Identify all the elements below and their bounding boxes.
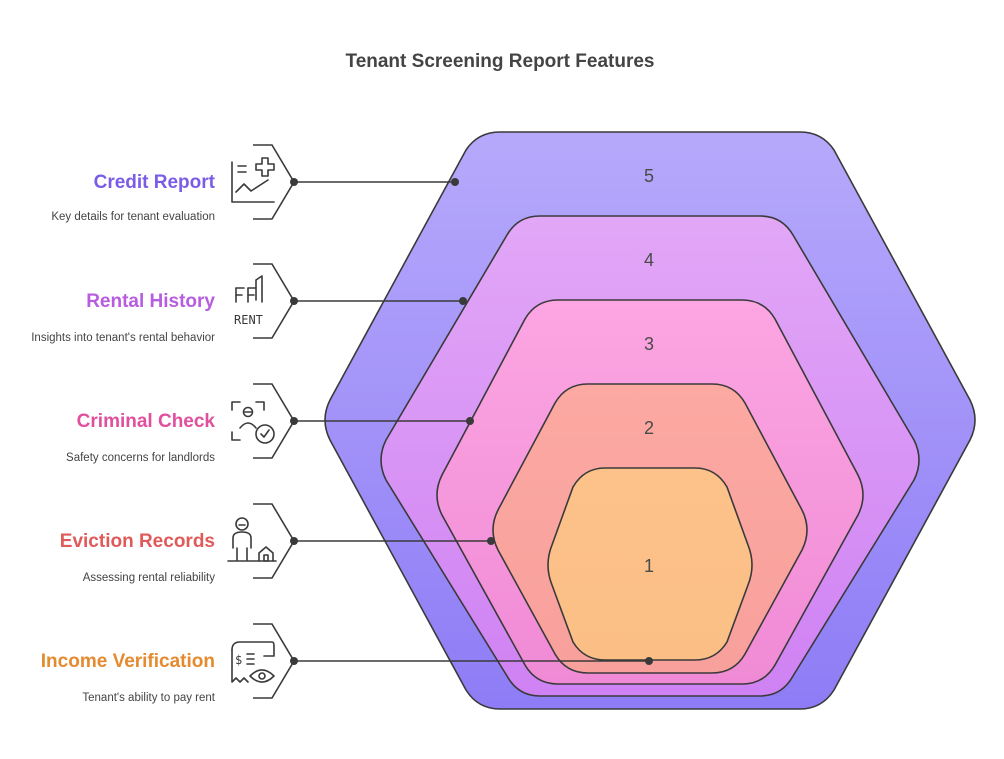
item-title-credit-report: Credit Report <box>94 172 216 193</box>
connector-end-dot <box>645 657 653 665</box>
item-title-eviction-records: Eviction Records <box>60 531 215 552</box>
layer-number-4: 4 <box>644 250 654 270</box>
item-description-credit-report: Key details for tenant evaluation <box>51 211 215 223</box>
item-description-eviction-records: Assessing rental reliability <box>83 572 216 584</box>
background-check-icon <box>231 401 275 444</box>
layer-number-1: 1 <box>644 556 654 576</box>
hexagon-layers <box>324 131 976 710</box>
svg-text:$: $ <box>235 653 242 667</box>
layer-number-2: 2 <box>644 418 654 438</box>
income-receipt-eye-icon: $ <box>231 641 275 683</box>
rent-icon-text: RENT <box>234 313 263 327</box>
item-description-criminal-check: Safety concerns for landlords <box>66 452 215 464</box>
rent-sign-icon: RENT <box>234 275 263 327</box>
connector-end-dot <box>451 178 459 186</box>
icon-tab-5 <box>253 623 298 699</box>
icon-tab-3 <box>253 383 298 459</box>
connectors <box>294 178 653 665</box>
item-description-rental-history: Insights into tenant's rental behavior <box>31 332 215 344</box>
diagram-title: Tenant Screening Report Features <box>346 51 655 72</box>
item-title-rental-history: Rental History <box>86 291 215 312</box>
icon-tab-1 <box>253 144 298 220</box>
item-title-income-verification: Income Verification <box>41 651 215 672</box>
credit-report-icon <box>231 157 275 203</box>
connector-end-dot <box>487 537 495 545</box>
connector-end-dot <box>459 297 467 305</box>
item-description-income-verification: Tenant's ability to pay rent <box>82 692 215 704</box>
icon-tab-2 <box>253 263 298 339</box>
eviction-person-house-icon <box>227 517 277 562</box>
connector-end-dot <box>466 417 474 425</box>
layer-number-3: 3 <box>644 334 654 354</box>
item-title-criminal-check: Criminal Check <box>77 411 216 432</box>
hexagon-layer-1 <box>547 467 753 661</box>
icon-tab-4 <box>253 503 298 579</box>
layer-number-5: 5 <box>644 166 654 186</box>
